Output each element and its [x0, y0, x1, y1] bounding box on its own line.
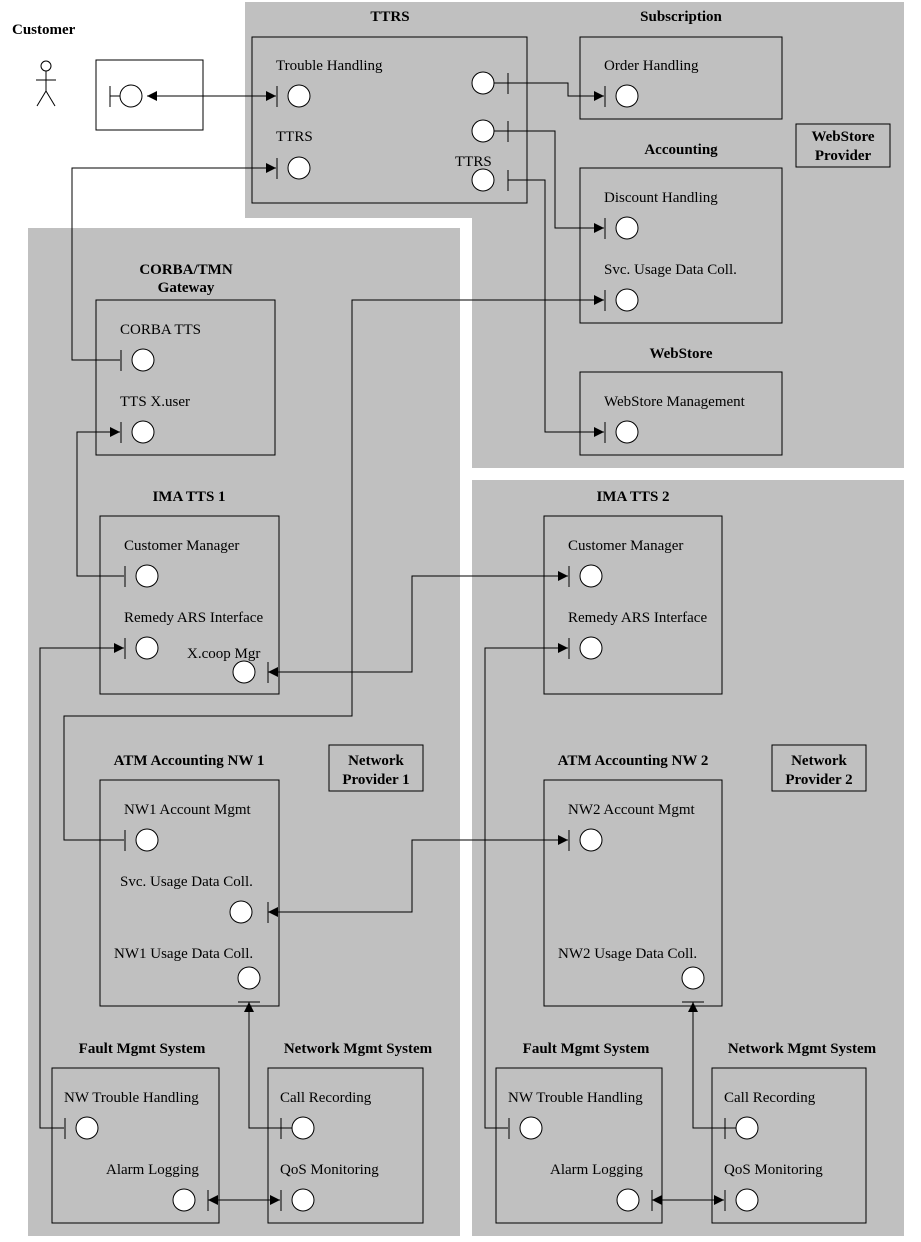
port-fault2-alarm[interactable] — [616, 1188, 653, 1212]
ima1-port-label: X.coop Mgr — [187, 646, 260, 662]
webstore-provider-line1: WebStore — [811, 129, 874, 145]
netmgmt1-port-label: Call Recording — [280, 1090, 372, 1106]
customer-interface-box[interactable] — [95, 59, 204, 131]
fault1-port-label: Alarm Logging — [106, 1162, 199, 1178]
port-netmgmt1-qos[interactable] — [280, 1188, 315, 1212]
fault2-title: Fault Mgmt System — [523, 1041, 650, 1057]
port-netmgmt2-qos[interactable] — [724, 1188, 759, 1212]
port-ttrs-out-2[interactable] — [471, 119, 509, 143]
fault1-component[interactable]: Fault Mgmt System NW Trouble Handling Al… — [51, 1041, 220, 1224]
gateway-title-line2: Gateway — [158, 280, 215, 296]
ttrs-port-label: TTRS — [276, 129, 313, 145]
port-accounting-usage[interactable] — [604, 288, 639, 312]
port-nw1-usage[interactable] — [237, 966, 261, 1003]
network-provider-2-label: Network Provider 2 — [771, 744, 867, 792]
ima1-port-label: Customer Manager — [124, 538, 239, 554]
port-nw2-usage[interactable] — [681, 966, 705, 1003]
gateway-component[interactable]: CORBA/TMN Gateway CORBA TTS TTS X.user — [95, 262, 276, 456]
netmgmt1-port-label: QoS Monitoring — [280, 1162, 379, 1178]
network-provider-1-line1: Network — [348, 753, 404, 769]
atm1-port-label: NW1 Account Mgmt — [124, 802, 251, 818]
port-ima1-xcoop[interactable] — [232, 660, 269, 684]
port-ttrs-trouble-handling[interactable] — [276, 84, 311, 108]
webstore-component[interactable]: WebStore WebStore Management — [579, 346, 783, 456]
gateway-port-label: TTS X.user — [120, 394, 190, 410]
fault1-title: Fault Mgmt System — [79, 1041, 206, 1057]
atm2-title: ATM Accounting NW 2 — [558, 753, 709, 769]
gateway-port-label: CORBA TTS — [120, 322, 201, 338]
port-ima1-remedy[interactable] — [124, 636, 159, 660]
network-provider-1-label: Network Provider 1 — [328, 744, 424, 792]
subscription-title: Subscription — [640, 9, 722, 25]
fault2-port-label: Alarm Logging — [550, 1162, 643, 1178]
fault2-port-label: NW Trouble Handling — [508, 1090, 643, 1106]
connectors — [39, 82, 736, 1205]
network-provider-2-line2: Provider 2 — [785, 772, 852, 788]
ttrs-port-label: TTRS — [455, 154, 492, 170]
fault1-port-label: NW Trouble Handling — [64, 1090, 199, 1106]
port-ttrs-out-1[interactable] — [471, 71, 509, 95]
ima1-title: IMA TTS 1 — [152, 489, 225, 505]
webstore-provider-line2: Provider — [815, 148, 872, 164]
port-netmgmt2-call[interactable] — [724, 1116, 759, 1140]
atm1-component[interactable]: ATM Accounting NW 1 NW1 Account Mgmt Svc… — [99, 753, 280, 1007]
subscription-component[interactable]: Subscription Order Handling — [579, 9, 783, 120]
ima1-component[interactable]: IMA TTS 1 Customer Manager Remedy ARS In… — [99, 489, 280, 695]
netmgmt2-port-label: Call Recording — [724, 1090, 816, 1106]
webstore-provider-label: WebStore Provider — [795, 123, 891, 168]
atm2-port-label: NW2 Usage Data Coll. — [558, 946, 697, 962]
port-nw2-account[interactable] — [568, 828, 603, 852]
port-ima2-customer-manager[interactable] — [568, 564, 603, 588]
ports — [64, 71, 759, 1212]
netmgmt2-port-label: QoS Monitoring — [724, 1162, 823, 1178]
port-webstore-mgmt[interactable] — [604, 420, 639, 444]
customer-label: Customer — [12, 22, 76, 38]
port-order-handling[interactable] — [604, 84, 639, 108]
port-netmgmt1-call[interactable] — [280, 1116, 315, 1140]
ima2-port-label: Remedy ARS Interface — [568, 610, 707, 626]
webstore-title: WebStore — [649, 346, 712, 362]
webstore-port-label: WebStore Management — [604, 394, 746, 410]
atm1-port-label: NW1 Usage Data Coll. — [114, 946, 253, 962]
gateway-title-line1: CORBA/TMN — [139, 262, 233, 278]
accounting-port-label: Svc. Usage Data Coll. — [604, 262, 737, 278]
customer-boundary-icon[interactable] — [109, 84, 143, 108]
port-atm1-svc-usage[interactable] — [229, 900, 269, 924]
port-fault1-alarm[interactable] — [172, 1188, 209, 1212]
ima2-port-label: Customer Manager — [568, 538, 683, 554]
network-provider-2-line1: Network — [791, 753, 847, 769]
atm2-port-label: NW2 Account Mgmt — [568, 802, 695, 818]
netmgmt2-title: Network Mgmt System — [728, 1041, 877, 1057]
port-ima1-customer-manager[interactable] — [124, 564, 159, 588]
port-fault1-nw-trouble[interactable] — [64, 1116, 99, 1140]
ima2-component[interactable]: IMA TTS 2 Customer Manager Remedy ARS In… — [543, 489, 723, 695]
network-provider-1-line2: Provider 1 — [342, 772, 409, 788]
netmgmt1-title: Network Mgmt System — [284, 1041, 433, 1057]
port-tts-xuser[interactable] — [120, 420, 155, 444]
port-ttrs-in[interactable] — [276, 156, 311, 180]
port-discount-handling[interactable] — [604, 216, 639, 240]
ttrs-port-label: Trouble Handling — [276, 58, 383, 74]
port-fault2-nw-trouble[interactable] — [508, 1116, 543, 1140]
customer-actor-icon — [36, 60, 56, 107]
atm1-port-label: Svc. Usage Data Coll. — [120, 874, 253, 890]
port-ima2-remedy[interactable] — [568, 636, 603, 660]
ima2-title: IMA TTS 2 — [596, 489, 669, 505]
port-corba-tts[interactable] — [120, 348, 155, 372]
subscription-port-label: Order Handling — [604, 58, 699, 74]
port-nw1-account[interactable] — [124, 828, 159, 852]
port-ttrs-out-3[interactable] — [471, 168, 509, 192]
ima1-port-label: Remedy ARS Interface — [124, 610, 263, 626]
accounting-port-label: Discount Handling — [604, 190, 718, 206]
accounting-title: Accounting — [644, 142, 718, 158]
atm1-title: ATM Accounting NW 1 — [114, 753, 265, 769]
accounting-component[interactable]: Accounting Discount Handling Svc. Usage … — [579, 142, 783, 324]
ttrs-title: TTRS — [370, 9, 409, 25]
